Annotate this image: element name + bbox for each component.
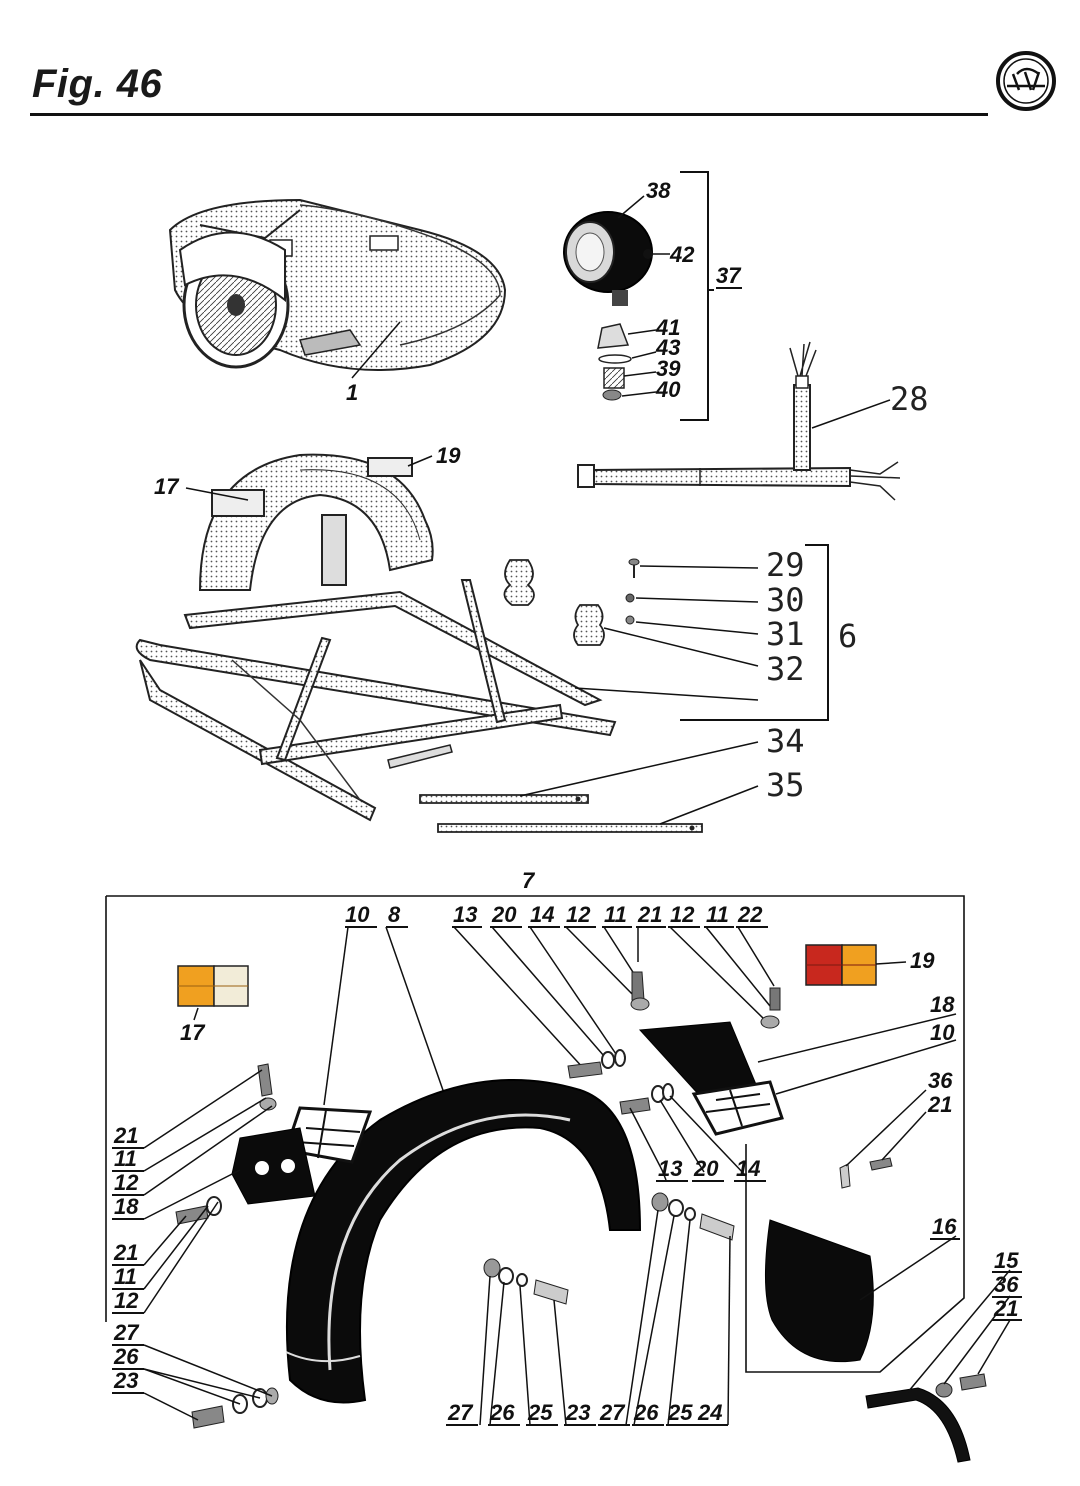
- label-top-20: 20: [491, 902, 517, 927]
- headlamp: [563, 211, 653, 306]
- rear-fender: [285, 1079, 642, 1404]
- label-6: 6: [838, 617, 857, 655]
- label-1: 1: [346, 380, 358, 405]
- label-top-11a: 11: [604, 902, 627, 927]
- label-21c: 21: [993, 1296, 1018, 1321]
- label-left-21a: 21: [113, 1123, 138, 1148]
- lamp-mount-parts: [597, 323, 632, 401]
- label-bot-23: 23: [565, 1400, 590, 1425]
- label-35: 35: [766, 766, 805, 804]
- label-top-14: 14: [530, 902, 554, 927]
- bolts-bottom: [483, 1192, 735, 1305]
- label-bot-27b: 27: [599, 1400, 626, 1425]
- label-42: 42: [669, 242, 695, 267]
- label-bot-25a: 25: [527, 1400, 553, 1425]
- label-left-26: 26: [113, 1344, 139, 1369]
- label-left-23: 23: [113, 1368, 138, 1393]
- label-36b: 36: [928, 1068, 953, 1093]
- label-19: 19: [436, 443, 461, 468]
- label-18b: 18: [930, 992, 955, 1017]
- label-19b: 19: [910, 948, 935, 973]
- label-top-12a: 12: [566, 902, 591, 927]
- label-top-21: 21: [637, 902, 662, 927]
- label-40: 40: [655, 377, 681, 402]
- label-39: 39: [656, 356, 681, 381]
- label-28: 28: [890, 380, 929, 418]
- label-17b: 17: [180, 1020, 206, 1045]
- label-34: 34: [766, 722, 805, 760]
- label-15: 15: [994, 1248, 1019, 1273]
- mudflap-strap: [865, 1387, 971, 1463]
- label-29: 29: [766, 546, 805, 584]
- label-7: 7: [522, 868, 536, 893]
- clip-bolt: [839, 1157, 893, 1189]
- tail-lamp-left: [177, 965, 249, 1007]
- label-36c: 36: [994, 1272, 1019, 1297]
- label-bot-27a: 27: [447, 1400, 474, 1425]
- label-10b: 10: [930, 1020, 955, 1045]
- label-bot-25b: 25: [667, 1400, 693, 1425]
- tail-lamp-right: [805, 944, 877, 986]
- left-labels: 21 11 12 18 21 11 12 27 26 23: [112, 1123, 144, 1394]
- label-17: 17: [154, 474, 180, 499]
- top-row-labels: 10 8 13 20 14 12 11 21 12 11 22: [345, 902, 768, 928]
- label-31: 31: [766, 615, 805, 653]
- strap-bolts: [935, 1373, 987, 1398]
- frame-straps: [419, 794, 703, 833]
- label-top-22: 22: [737, 902, 763, 927]
- label-left-12b: 12: [114, 1288, 139, 1313]
- label-left-27: 27: [113, 1320, 140, 1345]
- label-30: 30: [766, 581, 805, 619]
- label-mid-20: 20: [693, 1156, 719, 1181]
- bolts-left: [175, 1063, 279, 1429]
- bracket-plate-left: [231, 1106, 373, 1205]
- middle-labels: 13 20 14: [656, 1156, 766, 1182]
- label-38: 38: [646, 178, 671, 203]
- label-16: 16: [932, 1214, 957, 1239]
- label-bot-26a: 26: [489, 1400, 515, 1425]
- rubber-mounts: [503, 558, 640, 646]
- label-top-8: 8: [388, 902, 401, 927]
- label-37: 37: [716, 263, 742, 288]
- label-left-12a: 12: [114, 1170, 139, 1195]
- ural-logo-icon: [996, 51, 1056, 111]
- label-21b: 21: [927, 1092, 952, 1117]
- label-top-13: 13: [453, 902, 477, 927]
- label-top-10: 10: [345, 902, 370, 927]
- bottom-row-labels: 27 26 25 23 27 26 25 24: [446, 1400, 728, 1426]
- sidecar-body: [168, 198, 507, 371]
- sidecar-frame: [135, 453, 617, 822]
- bolts-right: [567, 971, 781, 1115]
- bracket-plate-right: [638, 1021, 784, 1136]
- label-left-11a: 11: [114, 1146, 137, 1171]
- label-top-11b: 11: [706, 902, 729, 927]
- label-41: 41: [655, 315, 680, 340]
- label-mid-13: 13: [658, 1156, 682, 1181]
- wiring-harness: [577, 341, 901, 501]
- label-43: 43: [655, 335, 680, 360]
- label-left-18: 18: [114, 1194, 139, 1219]
- label-bot-24: 24: [697, 1400, 722, 1425]
- label-top-12b: 12: [670, 902, 695, 927]
- label-mid-14: 14: [736, 1156, 760, 1181]
- figure-title: Fig. 46: [32, 62, 163, 106]
- label-left-11b: 11: [114, 1264, 137, 1289]
- mudflap: [764, 1219, 874, 1363]
- label-32: 32: [766, 650, 805, 688]
- title-rule: [30, 113, 988, 116]
- label-left-21b: 21: [113, 1240, 138, 1265]
